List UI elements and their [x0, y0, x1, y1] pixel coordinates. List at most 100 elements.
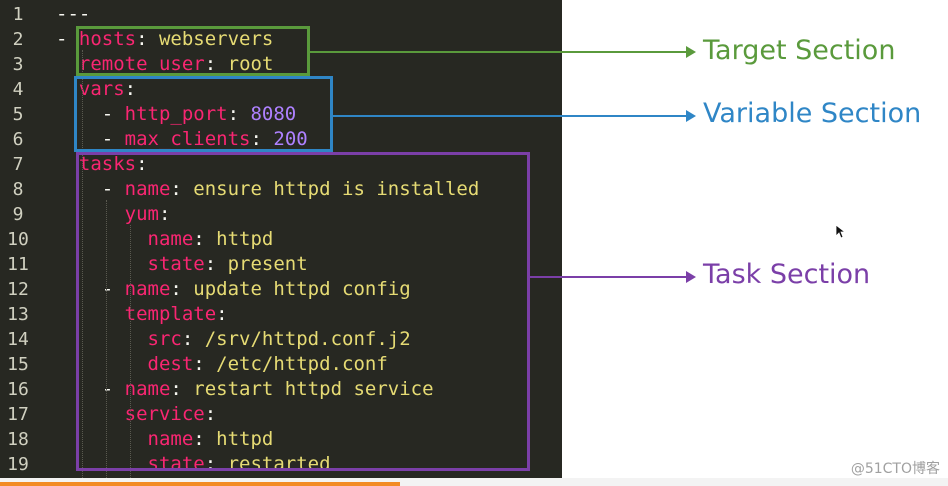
- code-token: httpd: [216, 428, 274, 450]
- code-token: -: [56, 28, 79, 50]
- code-token: vars: [78, 78, 125, 100]
- variable-section-label: Variable Section: [703, 98, 922, 129]
- code-token: :: [136, 28, 159, 50]
- code-text: remote_user: root: [56, 52, 274, 77]
- variable-arrow-icon: [686, 110, 696, 122]
- code-token: -: [56, 378, 125, 400]
- code-token: :: [136, 153, 148, 175]
- code-text: src: /srv/httpd.conf.j2: [56, 327, 411, 352]
- code-token: :: [216, 303, 228, 325]
- line-number: 3: [12, 54, 24, 75]
- code-token: name: [124, 378, 171, 400]
- code-line: 10 name: httpd: [0, 227, 562, 252]
- variable-section-box: [74, 76, 333, 152]
- code-token: dest: [147, 353, 194, 375]
- code-token: 8080: [250, 103, 297, 125]
- code-text: tasks:: [56, 152, 148, 177]
- code-line: 17 service:: [0, 402, 562, 427]
- line-number: 11: [7, 254, 29, 275]
- indent-guide: [106, 200, 107, 478]
- line-number: 6: [12, 129, 24, 150]
- code-token: name: [124, 178, 171, 200]
- line-number: 8: [12, 179, 24, 200]
- code-token: :: [124, 78, 137, 100]
- mouse-pointer-icon: [835, 224, 847, 239]
- code-text: yum:: [56, 202, 171, 227]
- code-text: dest: /etc/httpd.conf: [56, 352, 388, 377]
- code-line: 11 state: present: [0, 252, 562, 277]
- code-text: - name: ensure httpd is installed: [56, 177, 480, 202]
- line-number: 17: [7, 404, 29, 425]
- code-token: -: [56, 103, 125, 125]
- code-token: :: [193, 353, 217, 375]
- line-number: 10: [7, 229, 29, 250]
- code-text: template:: [56, 302, 228, 327]
- code-line: 2 - hosts: webservers: [0, 27, 562, 52]
- task-section-label: Task Section: [703, 259, 871, 290]
- code-line: 8 - name: ensure httpd is installed: [0, 177, 562, 202]
- line-number: 18: [7, 429, 29, 450]
- code-token: src: [147, 328, 182, 350]
- code-token: max_clients: [124, 128, 251, 150]
- code-token: httpd: [216, 228, 274, 250]
- code-text: - name: restart httpd service: [56, 377, 434, 402]
- indent-guide: [130, 225, 131, 478]
- code-text: vars:: [56, 77, 136, 102]
- code-line: 13 template:: [0, 302, 562, 327]
- line-number: 9: [12, 204, 24, 225]
- watermark: @51CTO博客: [850, 461, 940, 477]
- task-section-box: [76, 152, 530, 471]
- code-token: :: [170, 178, 194, 200]
- code-token: -: [56, 178, 125, 200]
- line-number: 4: [12, 79, 24, 100]
- indent-guide: [82, 50, 83, 478]
- code-token: :: [204, 253, 228, 275]
- code-token: service: [124, 403, 205, 425]
- code-token: restart httpd service: [193, 378, 434, 400]
- code-token: :: [250, 128, 274, 150]
- code-token: name: [147, 228, 194, 250]
- code-token: :: [227, 103, 251, 125]
- progress-accent: [0, 482, 400, 486]
- code-token: present: [227, 253, 308, 275]
- code-token: root: [227, 53, 274, 75]
- line-number: 13: [7, 304, 29, 325]
- target-section-box: [76, 26, 310, 76]
- code-token: hosts: [78, 28, 137, 50]
- code-token: -: [56, 128, 125, 150]
- target-section-label: Target Section: [703, 35, 896, 66]
- code-token: remote_user: [78, 53, 205, 75]
- task-arrow-icon: [686, 271, 696, 283]
- code-token: webservers: [158, 28, 274, 50]
- line-number: 2: [12, 29, 24, 50]
- target-connector-line: [310, 51, 688, 53]
- code-line: 14 src: /srv/httpd.conf.j2: [0, 327, 562, 352]
- code-text: ---: [56, 2, 90, 27]
- code-text: - http_port: 8080: [56, 102, 297, 127]
- line-number: 7: [12, 154, 24, 175]
- variable-connector-line: [333, 115, 688, 117]
- code-line: 6 - max_clients: 200: [0, 127, 562, 152]
- code-token: ensure httpd is installed: [193, 178, 480, 200]
- code-token: :: [170, 378, 194, 400]
- code-token: /etc/httpd.conf: [216, 353, 388, 375]
- code-token: name: [147, 428, 194, 450]
- code-line: 4 vars:: [0, 77, 562, 102]
- code-token: :: [170, 278, 194, 300]
- code-token: :: [204, 53, 228, 75]
- target-arrow-icon: [686, 46, 696, 58]
- task-connector-line: [530, 276, 688, 278]
- code-text: state: present: [56, 252, 308, 277]
- code-token: update httpd config: [193, 278, 411, 300]
- code-line: 18 name: httpd: [0, 427, 562, 452]
- code-token: :: [158, 203, 171, 225]
- code-token: -: [56, 278, 125, 300]
- code-line: 16 - name: restart httpd service: [0, 377, 562, 402]
- code-token: template: [124, 303, 217, 325]
- code-line: 7 tasks:: [0, 152, 562, 177]
- line-number: 16: [7, 379, 29, 400]
- line-number: 19: [7, 454, 29, 475]
- code-token: :: [193, 228, 217, 250]
- bottom-bar: [0, 478, 948, 486]
- code-line: 9 yum:: [0, 202, 562, 227]
